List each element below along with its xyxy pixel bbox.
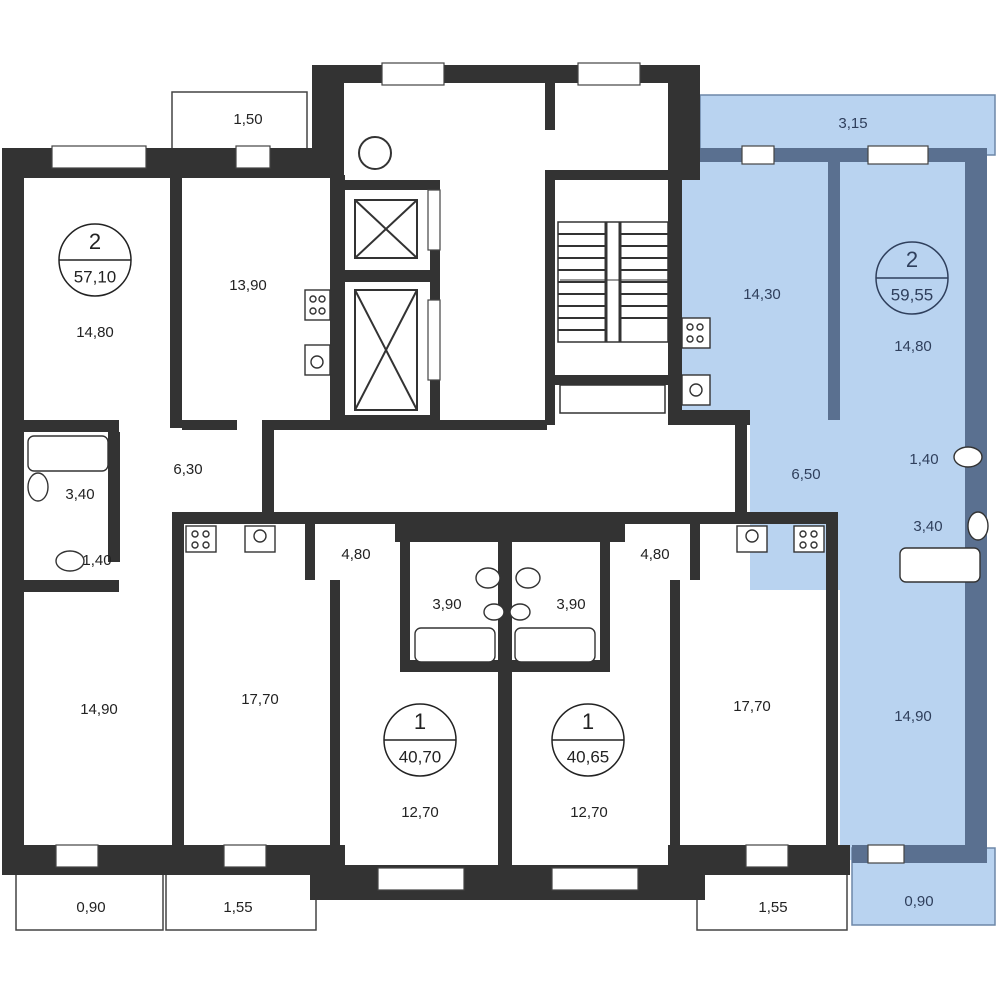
room-area-label: 3,40: [913, 518, 942, 535]
basin-icon: [509, 603, 531, 621]
room-area-label: 3,90: [432, 596, 461, 613]
room-area-label: 1,55: [223, 899, 252, 916]
elevator-shafts[interactable]: [354, 136, 418, 411]
stove-icon: [304, 289, 331, 321]
apartment-area: 59,55: [891, 285, 934, 304]
windows: [51, 62, 789, 891]
room-area-label: 3,90: [556, 596, 585, 613]
bathtub-icon: [27, 435, 109, 472]
toilet-icon: [55, 550, 85, 572]
basin-icon: [27, 472, 49, 502]
toilet-icon: [475, 567, 501, 589]
stove-icon: [185, 525, 217, 553]
room-area-label: 12,70: [401, 804, 439, 821]
stove-icon: [793, 525, 825, 553]
apartment-badge-center-right[interactable]: 1 40,65: [551, 703, 625, 777]
apartment-badge-center-left[interactable]: 1 40,70: [383, 703, 457, 777]
staircase: [557, 221, 669, 414]
room-area-label: 14,80: [894, 338, 932, 355]
toilet-icon: [953, 446, 983, 468]
room-area-label: 17,70: [241, 691, 279, 708]
fixtures: [27, 289, 989, 663]
room-area-label: 14,90: [80, 701, 118, 718]
window: [867, 844, 905, 864]
room-area-label: 0,90: [76, 899, 105, 916]
apartment-rooms: 1: [582, 709, 594, 734]
room-area-label: 13,90: [229, 277, 267, 294]
highlight-right-wall: [965, 148, 987, 860]
highlight-area: [680, 150, 965, 860]
window: [867, 145, 929, 165]
apartment-badge-right[interactable]: 2 59,55: [875, 241, 949, 315]
room-area-label: 1,40: [909, 451, 938, 468]
highlight-partition: [828, 160, 840, 420]
room-area-label: 6,50: [791, 466, 820, 483]
garbage-chute: [358, 136, 392, 170]
room-area-label: 12,70: [570, 804, 608, 821]
bathtub-icon: [899, 547, 981, 583]
highlight-balcony-top: [699, 94, 996, 156]
bathtub-icon: [514, 627, 596, 663]
room-area-label: 4,80: [640, 546, 669, 563]
bathtub-icon: [414, 627, 496, 663]
apartment-rooms: 1: [414, 709, 426, 734]
room-area-label: 14,80: [76, 324, 114, 341]
room-area-label: 14,90: [894, 708, 932, 725]
basin-icon: [967, 511, 989, 541]
apartment-rooms: 2: [906, 247, 918, 272]
room-labels: 14,80 13,90 6,30 3,40 1,40 1,50 14,90 17…: [65, 111, 942, 916]
basin-icon: [483, 603, 505, 621]
apartment-area: 40,65: [567, 747, 610, 766]
room-area-label: 6,30: [173, 461, 202, 478]
window: [741, 145, 775, 165]
room-area-label: 1,40: [82, 552, 111, 569]
apartment-area: 57,10: [74, 267, 117, 286]
room-area-label: 14,30: [743, 286, 781, 303]
apartment-area: 40,70: [399, 747, 442, 766]
room-area-label: 3,15: [838, 115, 867, 132]
apartment-badge-left[interactable]: 2 57,10: [58, 223, 132, 297]
room-area-label: 0,90: [904, 893, 933, 910]
room-area-label: 1,50: [233, 111, 262, 128]
apartment-rooms: 2: [89, 229, 101, 254]
room-area-label: 17,70: [733, 698, 771, 715]
room-area-label: 3,40: [65, 486, 94, 503]
highlighted-apartment[interactable]: [680, 94, 996, 926]
room-area-label: 4,80: [341, 546, 370, 563]
room-area-label: 1,55: [758, 899, 787, 916]
toilet-icon: [515, 567, 541, 589]
stove-icon: [681, 317, 711, 349]
